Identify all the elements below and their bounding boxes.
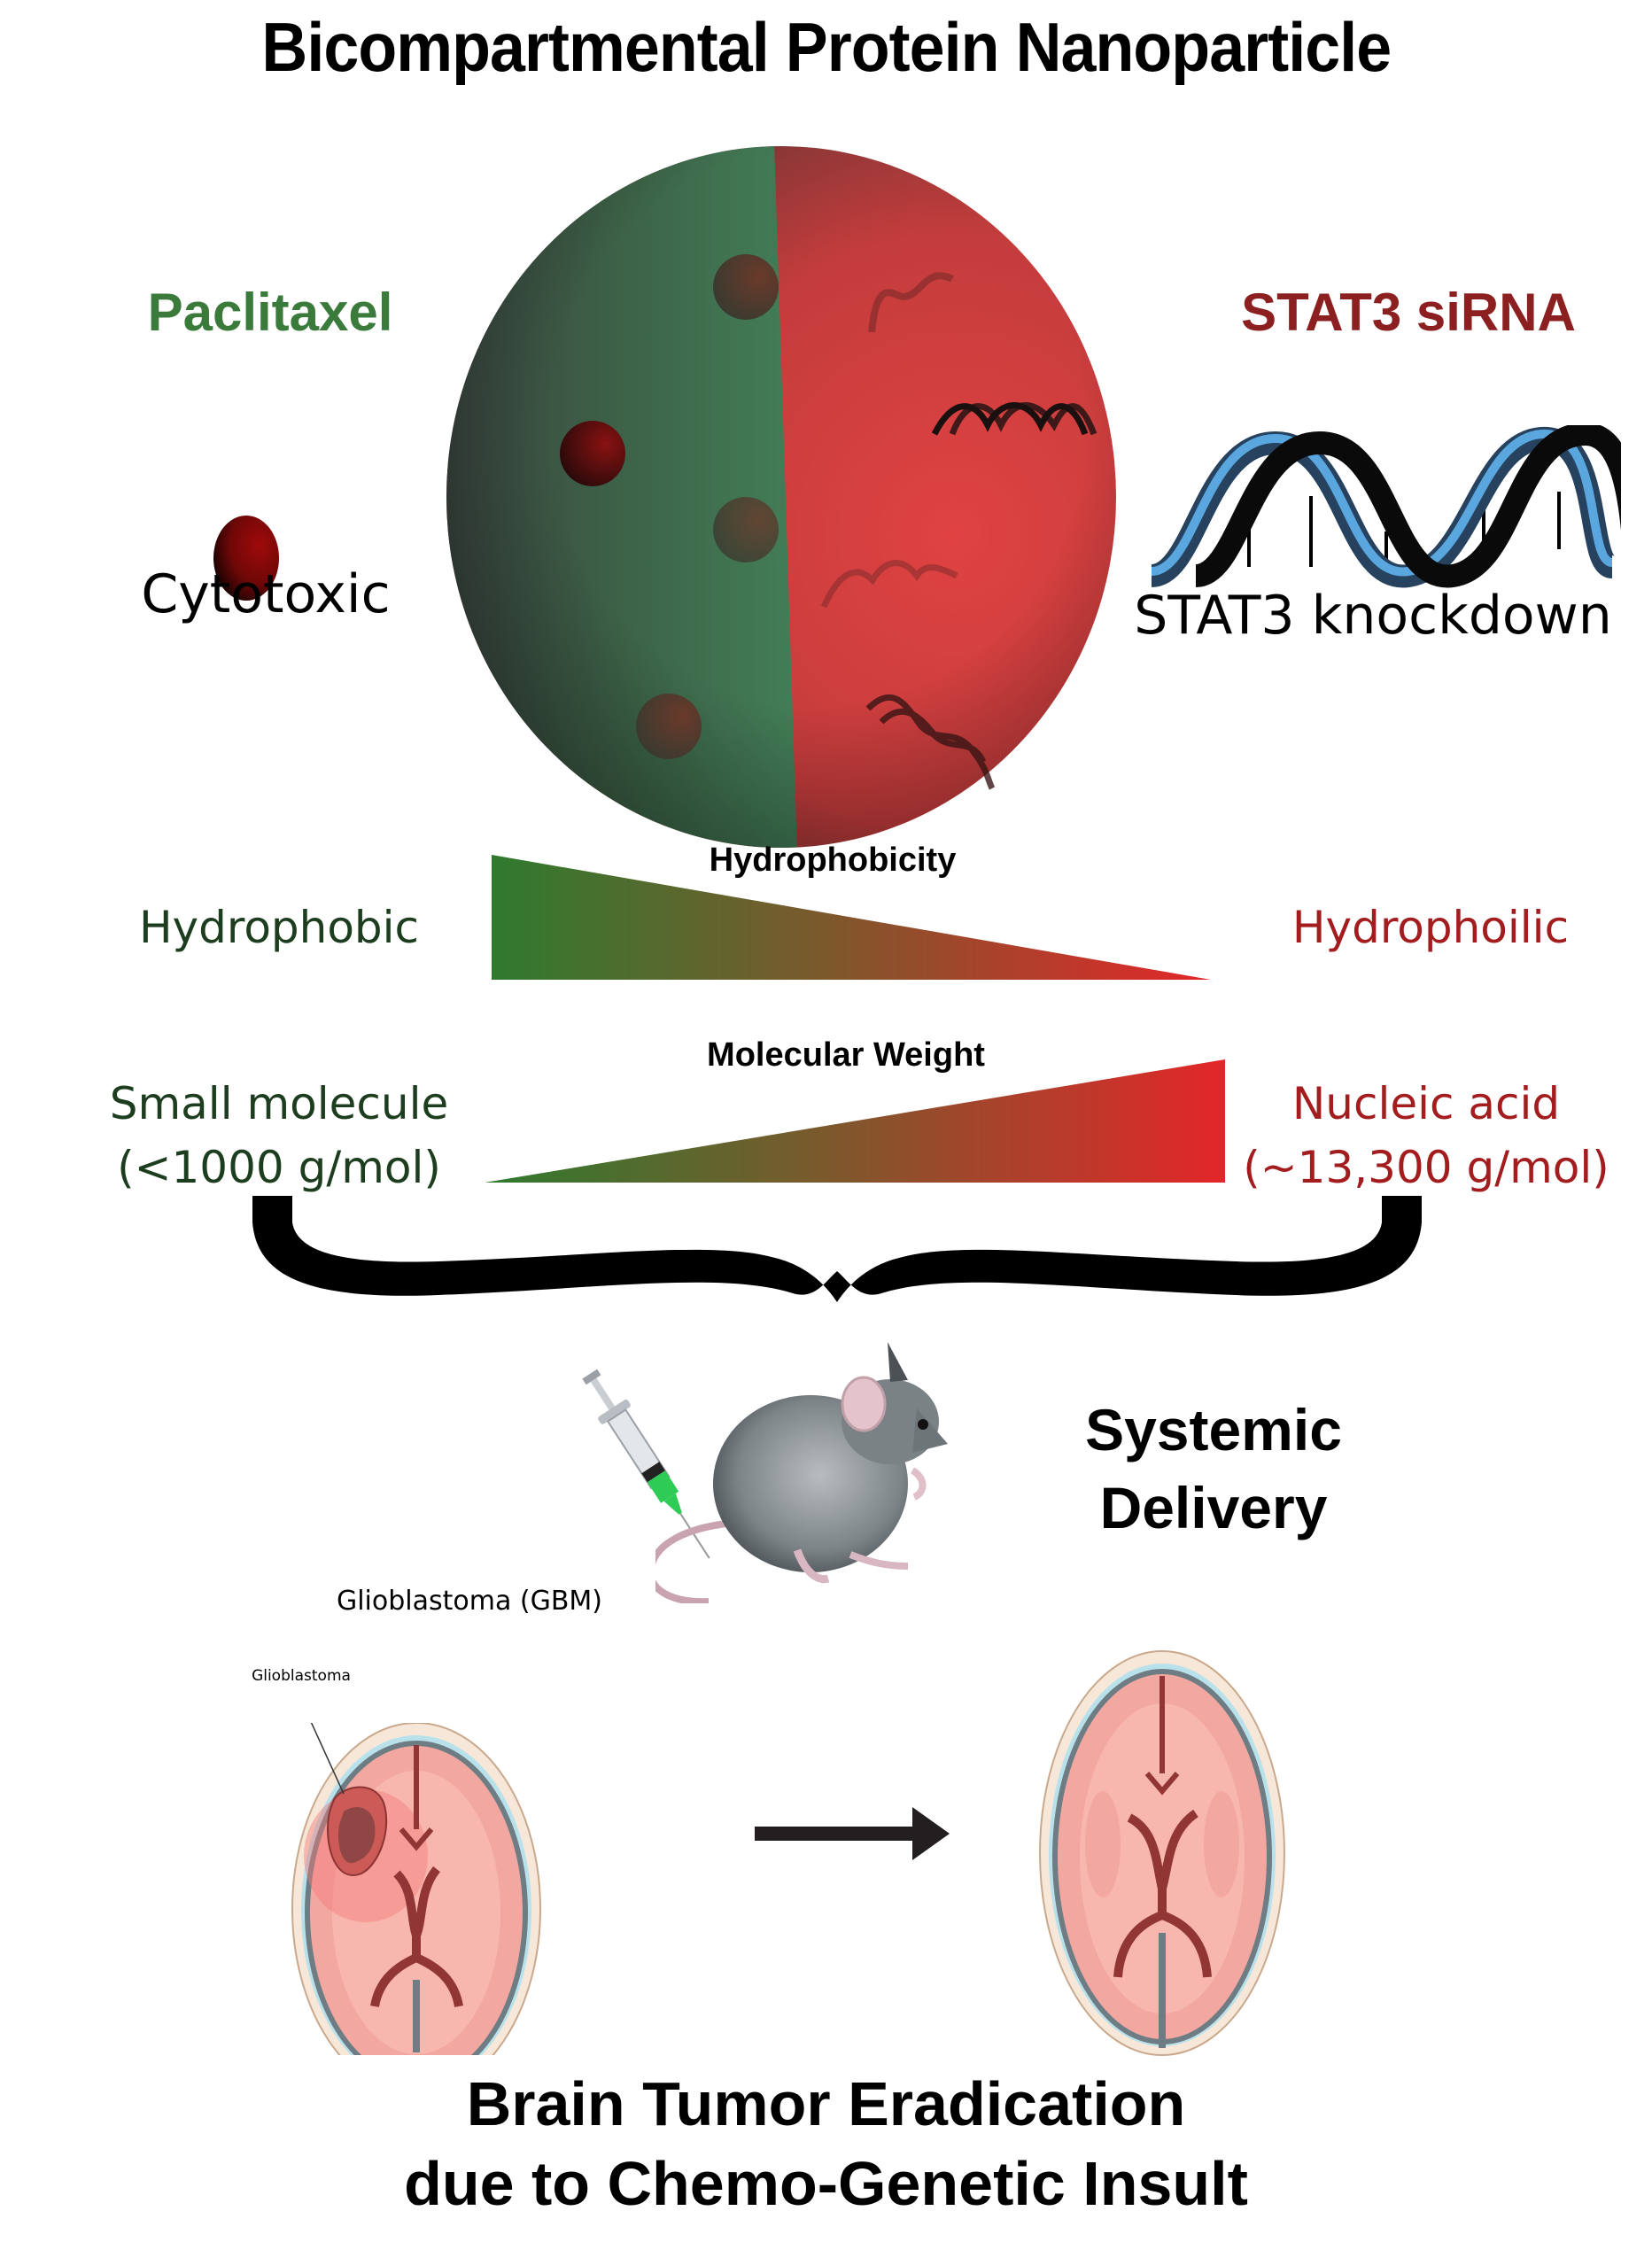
brain-with-tumor-icon — [291, 1723, 541, 2055]
paclitaxel-label: Paclitaxel — [147, 283, 393, 342]
nanoparticle-icon — [446, 146, 1116, 848]
stat3-knockdown-label: STAT3 knockdown — [1134, 585, 1612, 647]
sirna-helix-faded — [820, 560, 958, 609]
nucleic-acid-line1: Nucleic acid — [1291, 1078, 1561, 1129]
drug-particle — [636, 694, 702, 759]
drug-particle — [713, 254, 779, 320]
brain-tumor-free-icon — [1039, 1650, 1285, 2056]
glioblastoma-callout: Glioblastoma — [252, 1667, 351, 1685]
molecular-weight-axis-label: Molecular Weight — [707, 1036, 985, 1074]
stat3-sirna-label: STAT3 siRNA — [1241, 283, 1576, 342]
systemic-delivery-line1: Systemic — [1085, 1397, 1342, 1462]
hydrophobic-label: Hydrophobic — [138, 902, 420, 953]
small-molecule-line2: (<1000 g/mol) — [117, 1142, 441, 1193]
nucleic-acid-label: Nucleic acid (~13,300 g/mol) — [1240, 1072, 1612, 1199]
page-title: Bicompartmental Protein Nanoparticle — [0, 7, 1652, 88]
double-helix-icon — [1149, 425, 1621, 588]
conclusion-line2: due to Chemo-Genetic Insult — [404, 2149, 1248, 2218]
conclusion-line1: Brain Tumor Eradication — [466, 2069, 1186, 2138]
systemic-delivery-line2: Delivery — [1099, 1475, 1328, 1540]
sirna-helix — [931, 402, 1097, 436]
drug-particle — [713, 497, 779, 562]
page-title-text: Bicompartmental Protein Nanoparticle — [261, 8, 1392, 86]
arrow-right-icon — [755, 1807, 950, 1860]
conclusion-text: Brain Tumor Eradication due to Chemo-Gen… — [266, 2064, 1386, 2223]
small-molecule-label: Small molecule (<1000 g/mol) — [97, 1072, 461, 1199]
gbm-heading: Glioblastoma (GBM) — [336, 1586, 603, 1617]
syringe-icon — [582, 1369, 710, 1559]
hydrophilic-label: Hydrophoilic — [1291, 902, 1570, 953]
nucleic-acid-line2: (~13,300 g/mol) — [1243, 1142, 1609, 1193]
curly-brace — [252, 1196, 1422, 1302]
systemic-delivery-label: Systemic Delivery — [1028, 1391, 1400, 1547]
sirna-helix-lower — [865, 694, 996, 790]
hydrophobicity-axis-label: Hydrophobicity — [709, 842, 957, 879]
small-molecule-line1: Small molecule — [109, 1078, 449, 1129]
sirna-strand — [868, 272, 954, 333]
mouse-icon — [655, 1342, 948, 1603]
drug-sphere-icon — [213, 516, 279, 601]
molecular-weight-gradient-wedge — [485, 1059, 1225, 1183]
hydrophobicity-gradient-wedge — [492, 855, 1211, 980]
drug-particle — [560, 421, 625, 486]
cytotoxic-label: Cytotoxic — [141, 563, 391, 625]
